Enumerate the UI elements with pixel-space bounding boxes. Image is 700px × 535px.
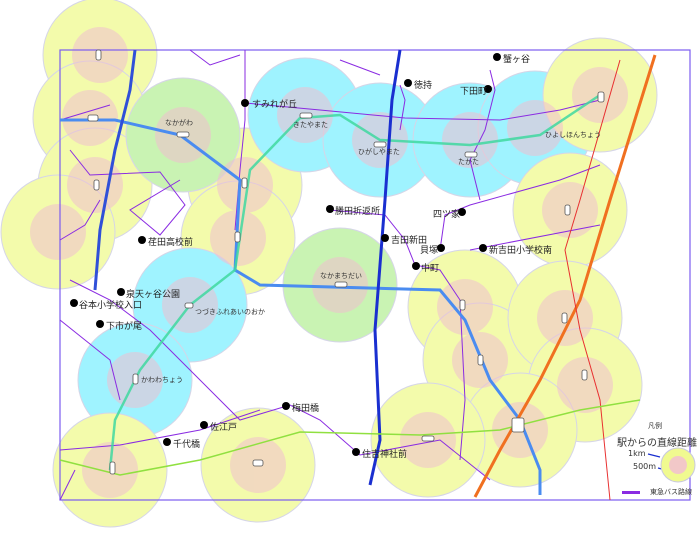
- rail-line-lime: [59, 399, 641, 476]
- station-marker[interactable]: [176, 131, 190, 138]
- bus-stop-dot[interactable]: [200, 421, 208, 429]
- radius-500m: [557, 357, 613, 413]
- bus-stop-dot[interactable]: [458, 208, 466, 216]
- bus-route: [189, 49, 496, 201]
- bus-route: [329, 209, 466, 461]
- radius-500m: [442, 112, 498, 168]
- bus-stop-label: 貝塚: [420, 246, 439, 256]
- bus-stop-dot[interactable]: [282, 402, 290, 410]
- bus-stop-dot[interactable]: [163, 438, 171, 446]
- legend-title: 凡例: [648, 422, 662, 430]
- legend-outer-label: 1km: [628, 449, 646, 458]
- station-marker[interactable]: [241, 177, 248, 189]
- station-label: きたやまた: [293, 121, 328, 129]
- bus-stop-label: 下市が尾: [106, 322, 143, 332]
- bus-stop-dot[interactable]: [117, 288, 125, 296]
- station-marker[interactable]: [109, 461, 116, 475]
- bus-route: [69, 149, 186, 236]
- station-marker[interactable]: [252, 459, 264, 467]
- bus-stop-label: 佐江戸: [210, 423, 238, 433]
- station-marker[interactable]: [184, 302, 194, 309]
- bus-stop-dot[interactable]: [241, 99, 249, 107]
- bus-stop-label: 下田町: [460, 87, 488, 97]
- legend-inner-label: 500m: [633, 462, 657, 471]
- bus-stop-label: 徳持: [414, 81, 433, 91]
- bus-stop-label: すみれが丘: [252, 100, 298, 110]
- station-marker[interactable]: [421, 435, 435, 442]
- radius-500m: [30, 204, 86, 260]
- legend-heading: 駅からの直線距離: [617, 438, 697, 449]
- legend-bus-label: 東急バス路線: [650, 488, 692, 496]
- bus-route: [59, 104, 121, 401]
- legend-1km-arrow: [647, 453, 661, 458]
- station-marker[interactable]: [561, 312, 568, 324]
- bus-stop-dot[interactable]: [352, 448, 360, 456]
- bus-stop-dot[interactable]: [326, 205, 334, 213]
- station-marker[interactable]: [299, 112, 313, 119]
- station-marker[interactable]: [132, 373, 139, 385]
- station-marker[interactable]: [564, 204, 571, 216]
- bus-stop-label: 新吉田小学校南: [489, 246, 553, 256]
- bus-stop-label: 荏田高校前: [148, 238, 194, 248]
- station-marker[interactable]: [597, 91, 605, 103]
- bus-stop-dot[interactable]: [412, 262, 420, 270]
- bus-stop-dot[interactable]: [96, 320, 104, 328]
- bus-stop-dot[interactable]: [381, 234, 389, 242]
- bus-stop-label: 千代橋: [173, 440, 201, 450]
- station-marker[interactable]: [511, 417, 525, 433]
- bus-stop-dot[interactable]: [484, 85, 492, 93]
- bus-route: [69, 279, 491, 481]
- station-marker[interactable]: [334, 281, 348, 288]
- station-marker[interactable]: [477, 354, 484, 366]
- station-label: ひがしやまた: [358, 148, 400, 156]
- bus-stop-label: 住吉神社前: [362, 450, 408, 460]
- station-marker[interactable]: [459, 299, 466, 311]
- rail-line-red: [564, 59, 621, 501]
- station-marker[interactable]: [464, 151, 478, 158]
- rail-line-dark-blue: [368, 49, 402, 486]
- legend-bus-swatch: [622, 491, 640, 494]
- bus-stop-dot[interactable]: [404, 79, 412, 87]
- bus-stop-dot[interactable]: [437, 244, 445, 252]
- bus-stop-label: 吉田新田: [391, 236, 428, 246]
- bus-stop-label: 梅田橋: [292, 404, 320, 414]
- station-marker[interactable]: [87, 114, 99, 122]
- bus-stop-dot[interactable]: [479, 244, 487, 252]
- rail-line-blue-north: [93, 49, 137, 291]
- bus-stop-label: 四ツ家: [433, 210, 461, 220]
- bus-stop-dot[interactable]: [493, 53, 501, 61]
- station-label: ひよしほんちょう: [545, 131, 601, 139]
- map-boundary: [59, 49, 691, 501]
- bus-route: [439, 164, 601, 251]
- rail-line-orange: [473, 54, 657, 498]
- station-marker[interactable]: [581, 369, 588, 381]
- station-label: つづきふれあいのおか: [195, 308, 265, 316]
- station-label: なかまちだい: [320, 272, 362, 280]
- bus-stop-dot[interactable]: [138, 236, 146, 244]
- bus-stop-label: 中町: [421, 264, 440, 274]
- station-label: かわわちょう: [141, 376, 183, 384]
- radius-500m: [507, 100, 563, 156]
- bus-stop-label: 泉天ヶ谷公園: [126, 290, 181, 300]
- station-marker[interactable]: [95, 49, 102, 61]
- bus-stop-label: 勝田折返所: [335, 207, 381, 217]
- station-marker[interactable]: [373, 141, 387, 148]
- bus-stop-label: 蟹ヶ谷: [503, 55, 531, 65]
- station-label: なかがわ: [165, 119, 193, 127]
- bus-stop-dot[interactable]: [70, 299, 78, 307]
- station-marker[interactable]: [234, 231, 241, 243]
- bus-route: [59, 409, 261, 501]
- station-label: たかた: [458, 158, 479, 166]
- legend-inner-circle: [669, 456, 687, 474]
- station-marker[interactable]: [93, 179, 100, 191]
- bus-stop-label: 谷本小学校入口: [79, 301, 143, 311]
